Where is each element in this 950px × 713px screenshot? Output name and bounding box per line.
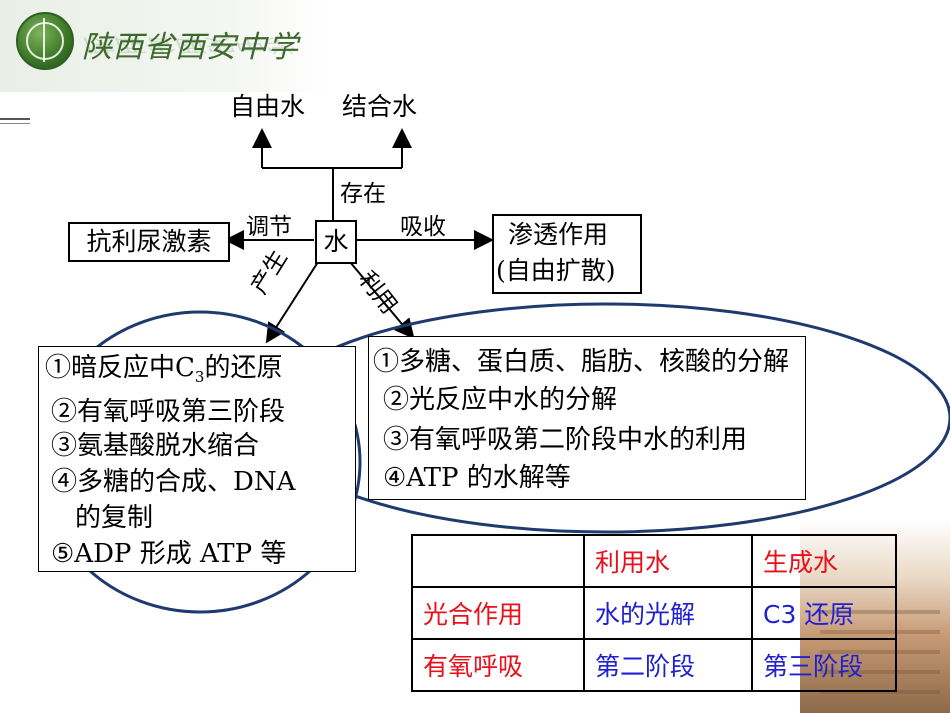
- header-divider-thin: [0, 123, 30, 124]
- produce-item-4-cont: 的复制: [75, 503, 154, 533]
- osmosis-line1: 渗透作用: [508, 220, 609, 249]
- cell-respiration-use: 第二阶段: [583, 638, 753, 692]
- cell-respiration-produce: 第三阶段: [751, 638, 897, 692]
- arrow-produce: [265, 261, 319, 344]
- row-label-photosynthesis: 光合作用: [411, 586, 585, 640]
- bound-water-label: 结合水: [342, 92, 418, 121]
- edge-exist-label: 存在: [340, 181, 386, 207]
- use-item-4: ④ATP 的水解等: [383, 463, 571, 493]
- header-divider: [0, 118, 30, 120]
- free-water-label: 自由水: [230, 92, 306, 121]
- header-use-water: 利用水: [583, 534, 753, 588]
- produce-item-4: ④多糖的合成、DNA: [51, 467, 296, 497]
- osmosis-box: 渗透作用 (自由扩散): [492, 214, 642, 294]
- produce-item-2: ②有氧呼吸第三阶段: [51, 397, 286, 427]
- cell-photosynthesis-use: 水的光解: [583, 586, 753, 640]
- water-center-node: 水: [315, 220, 357, 264]
- table-row: 光合作用 水的光解 C3 还原: [411, 586, 897, 640]
- edge-regulate-label: 调节: [246, 214, 292, 240]
- summary-table: 利用水 生成水 光合作用 水的光解 C3 还原 有氧呼吸 第二阶段 第三阶段: [411, 534, 897, 692]
- table-header-row: 利用水 生成水: [411, 534, 897, 588]
- osmosis-line2: (自由扩散): [496, 256, 616, 285]
- produce-box: ①暗反应中C3的还原 ②有氧呼吸第三阶段 ③氨基酸脱水缩合 ④多糖的合成、DNA…: [38, 346, 356, 572]
- use-box: ①多糖、蛋白质、脂肪、核酸的分解 ②光反应中水的分解 ③有氧呼吸第二阶段中水的利…: [368, 336, 806, 500]
- hormone-box: 抗利尿激素: [68, 222, 230, 262]
- edge-absorb-label: 吸收: [400, 214, 446, 240]
- school-name: 陕西省西安中学: [82, 30, 299, 65]
- use-item-3: ③有氧呼吸第二阶段中水的利用: [383, 425, 748, 455]
- produce-item-1: ①暗反应中C3的还原: [45, 353, 283, 387]
- row-label-respiration: 有氧呼吸: [411, 638, 585, 692]
- table-row: 有氧呼吸 第二阶段 第三阶段: [411, 638, 897, 692]
- school-emblem-icon: [16, 12, 74, 70]
- produce-item-5: ⑤ADP 形成 ATP 等: [51, 539, 287, 569]
- arrow-use: [349, 261, 415, 340]
- produce-item-3: ③氨基酸脱水缩合: [51, 431, 260, 461]
- use-item-2: ②光反应中水的分解: [383, 385, 618, 415]
- cell-photosynthesis-produce: C3 还原: [751, 586, 897, 640]
- header-produce-water: 生成水: [751, 534, 897, 588]
- use-item-1: ①多糖、蛋白质、脂肪、核酸的分解: [373, 347, 790, 377]
- table-corner-cell: [411, 534, 585, 588]
